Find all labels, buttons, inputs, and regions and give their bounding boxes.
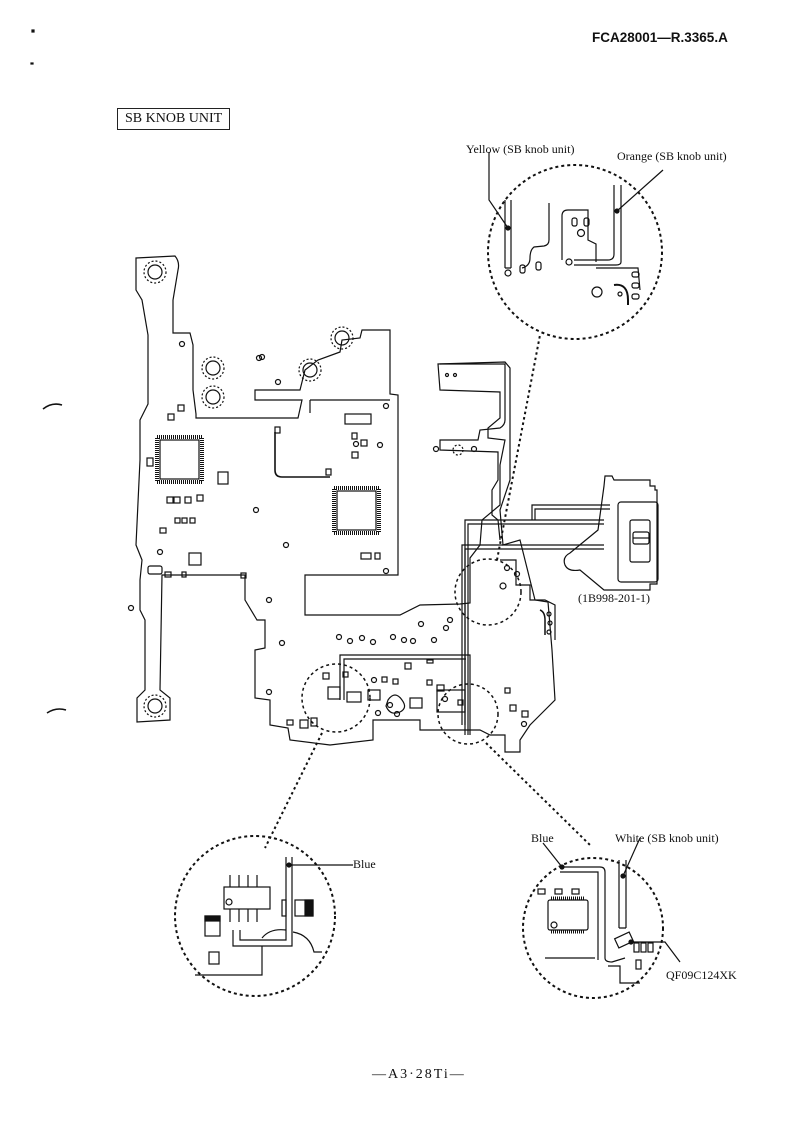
ic-chip-qfp <box>332 486 381 535</box>
callout-yellow-wire: Yellow (SB knob unit) <box>466 142 575 156</box>
callout-blue-wire-left: Blue <box>353 857 376 871</box>
callout-leader-yellow <box>488 152 509 229</box>
document-id: FCA28001—R.3365.A <box>592 30 728 45</box>
margin-mark <box>31 29 35 33</box>
pcb-trace <box>309 399 390 413</box>
callout-blue-wire-right: Blue <box>531 831 554 845</box>
pcb-trace <box>500 559 556 640</box>
slide-switch-window <box>629 519 651 563</box>
detail-view-content <box>195 857 322 976</box>
mounting-hole <box>147 264 163 280</box>
mounting-hole-ring <box>201 356 225 380</box>
detail-view-content <box>537 860 654 984</box>
inductor <box>385 694 406 714</box>
via-ring <box>452 444 464 456</box>
callout-leader-white <box>622 837 641 877</box>
mounting-hole-ring <box>201 385 225 409</box>
callout-component-part: QF09C124XK <box>666 968 737 982</box>
callout-leader-component <box>631 941 681 963</box>
page-footer: —A3·28Ti— <box>372 1067 466 1082</box>
binding-hole-mark <box>42 403 63 410</box>
callout-leader-blue-right <box>542 842 563 868</box>
detail-region-marker <box>454 558 522 626</box>
section-title-box: SB KNOB UNIT <box>117 108 231 130</box>
via <box>470 445 478 453</box>
mounting-hole <box>205 360 221 376</box>
mounting-hole-ring <box>330 326 354 350</box>
detail-view-content <box>504 185 641 305</box>
detail-region-marker <box>437 683 499 745</box>
via <box>432 445 440 453</box>
vias <box>127 340 528 728</box>
mounting-hole-ring <box>298 358 322 382</box>
detail-leader <box>485 742 591 846</box>
detail-view-blue-white <box>522 857 664 999</box>
ic-chip-qfp <box>155 435 204 484</box>
smd-components <box>146 404 529 729</box>
pcb-trace <box>274 432 330 478</box>
ic-chip-body <box>336 490 377 531</box>
mounting-hole <box>302 362 318 378</box>
mounting-hole-ring <box>143 694 167 718</box>
mounting-hole-ring <box>143 260 167 284</box>
detail-region-marker <box>301 663 371 733</box>
callout-leader-orange <box>616 169 664 212</box>
mounting-hole <box>205 389 221 405</box>
callout-white-wire: White (SB knob unit) <box>615 831 719 845</box>
ic-chip-body <box>159 439 200 480</box>
slide-switch-face <box>617 501 659 583</box>
component-pad <box>344 413 372 425</box>
detail-view-yellow-orange <box>487 164 663 340</box>
detail-view-blue-left <box>174 835 336 997</box>
flex-cable <box>439 363 506 541</box>
callout-orange-wire: Orange (SB knob unit) <box>617 149 727 163</box>
callout-part-number: (1B998-201-1) <box>578 591 650 605</box>
margin-mark <box>30 62 34 65</box>
detail-leader <box>264 732 323 849</box>
slide-switch-body <box>563 475 658 591</box>
binding-hole-mark <box>46 708 67 714</box>
mounting-hole <box>147 698 163 714</box>
wire-harness <box>339 504 610 735</box>
mounting-hole <box>334 330 350 346</box>
pcb-outline <box>135 255 556 753</box>
